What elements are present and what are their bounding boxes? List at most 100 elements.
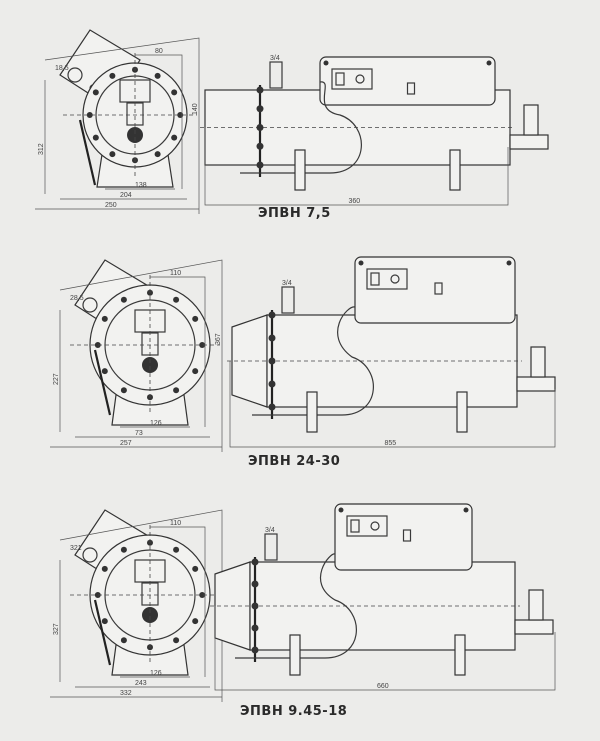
indicator-lamp-icon — [370, 521, 380, 531]
dim-base-mid: 243 — [135, 680, 147, 687]
support-leg — [289, 634, 301, 676]
flange-bolt — [251, 624, 259, 632]
dim-base-mid: 204 — [120, 192, 132, 199]
flange-bolt — [192, 315, 199, 322]
flange-bolt — [268, 357, 276, 365]
drawing-title-2: ЭПВН 24-30 — [248, 454, 341, 469]
dim-length: 660 — [377, 683, 389, 690]
flange-bolt — [268, 311, 276, 319]
dim-line — [150, 276, 206, 427]
flange-bolt — [251, 580, 259, 588]
dim-line — [204, 127, 509, 206]
flange-bolt — [154, 151, 161, 158]
dim-hole: 18,5 — [55, 65, 69, 72]
flange-bolt — [256, 124, 264, 131]
flange-bolt — [268, 334, 276, 342]
mounting-hole — [67, 67, 83, 83]
dim-vertical: 227 — [53, 373, 60, 385]
air-vent-fitting — [269, 61, 283, 89]
flange-bolt — [192, 618, 199, 625]
dim-vertical: 312 — [38, 143, 45, 155]
support-leg — [306, 391, 318, 433]
heater-plug — [127, 127, 143, 143]
box-screw — [463, 507, 469, 513]
power-switch-icon — [370, 272, 380, 286]
support-leg — [456, 391, 468, 433]
flange-bolt — [256, 161, 264, 169]
circulation-pipe — [240, 81, 362, 174]
mounting-hole — [82, 297, 98, 313]
dim-base-inner: 126 — [150, 420, 162, 427]
dim-vertical: 327 — [53, 623, 60, 635]
flange-bolt — [101, 565, 108, 572]
dim-base-outer: 332 — [120, 690, 132, 697]
dim-hole: 321 — [70, 545, 82, 552]
heater-plug — [142, 607, 158, 623]
dim-base-inner: 138 — [135, 182, 147, 189]
box-screw — [486, 60, 492, 66]
dim-line — [59, 259, 223, 452]
control-panel — [366, 268, 408, 290]
flange-bolt — [171, 89, 178, 96]
flange-bolt — [109, 72, 116, 79]
dim-line — [150, 526, 206, 677]
circulation-pipe — [252, 306, 374, 416]
flange-bolt — [109, 151, 116, 158]
side-view: 110350327321126243332 — [50, 509, 223, 702]
control-panel — [346, 515, 388, 537]
drain-valve-pipe — [93, 349, 112, 416]
dim-pipe: 3/4 — [282, 280, 292, 287]
flange-bolt — [256, 142, 264, 150]
dim-flange-offset: 80 — [155, 48, 163, 55]
outlet-valve — [509, 134, 549, 150]
dim-pipe: 3/4 — [265, 527, 275, 534]
dim-line — [44, 37, 200, 214]
flange-bolt — [120, 387, 127, 394]
flange-bolt — [120, 637, 127, 644]
dim-base-mid: 73 — [135, 430, 143, 437]
safety-valve — [530, 346, 546, 378]
flange-bolt — [101, 368, 108, 375]
support-leg — [454, 634, 466, 676]
dim-line — [135, 54, 183, 189]
flange-bolt — [199, 342, 206, 348]
label-plate — [434, 282, 443, 295]
dim-height: 367 — [215, 333, 222, 345]
flange-bolt — [101, 618, 108, 625]
outlet-valve — [514, 619, 554, 635]
box-screw — [338, 507, 344, 513]
support-leg — [294, 149, 306, 191]
drain-valve-pipe — [78, 119, 97, 186]
flange-bolt — [268, 380, 276, 388]
box-screw — [358, 260, 364, 266]
drain-valve-pipe — [93, 599, 112, 666]
dim-height: 140 — [192, 103, 199, 115]
flange-bolt — [92, 134, 99, 141]
dim-hole: 28,5 — [70, 295, 84, 302]
flange-bolt — [251, 646, 259, 654]
dim-pipe: 3/4 — [270, 55, 280, 62]
flange-bolt — [154, 72, 161, 79]
dim-length: 855 — [385, 440, 397, 447]
heater-plug — [142, 357, 158, 373]
flange-bolt — [192, 565, 199, 572]
safety-valve — [523, 104, 539, 136]
label-plate — [406, 82, 416, 95]
safety-valve — [528, 589, 544, 621]
flange-bolt — [173, 387, 180, 394]
air-vent-fitting — [264, 533, 278, 561]
label-plate — [402, 529, 412, 542]
flange-bolt — [92, 89, 99, 96]
flange-bolt — [86, 112, 93, 118]
flange-bolt — [251, 602, 259, 610]
flange-bolt — [120, 296, 127, 303]
flange-bolt — [101, 315, 108, 322]
flange-bolt — [94, 592, 101, 598]
flange-bolt — [173, 546, 180, 553]
dim-flange-offset: 110 — [170, 520, 181, 527]
